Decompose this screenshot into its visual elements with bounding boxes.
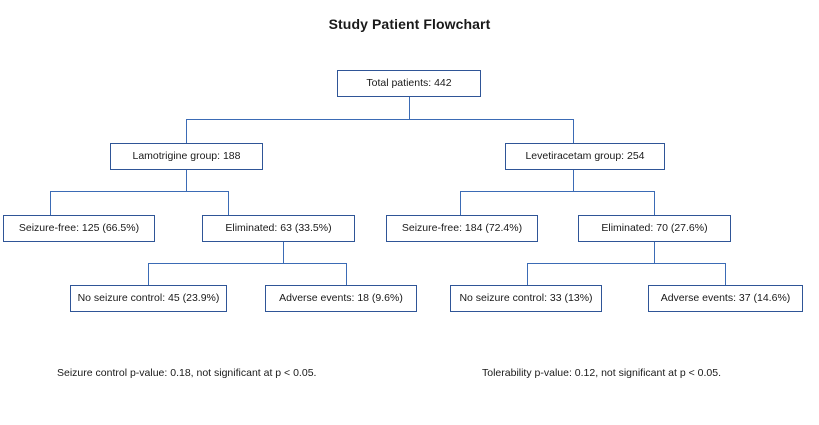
connector-root-stem (409, 96, 410, 119)
connector-drop-lam-adverse-events (346, 263, 347, 285)
node-levetiracetam-group[interactable]: Levetiracetam group: 254 (505, 143, 665, 170)
connector-lamotrigine-stem (186, 169, 187, 191)
node-lamotrigine-seizure-free-label: Seizure-free: 125 (66.5%) (18, 222, 140, 235)
connector-drop-lam-seizure-free (50, 191, 51, 215)
connector-drop-lev-eliminated (654, 191, 655, 215)
node-lamotrigine-eliminated[interactable]: Eliminated: 63 (33.5%) (202, 215, 355, 242)
connector-drop-lev-adverse-events (725, 263, 726, 285)
footnote-tolerability: Tolerability p-value: 0.12, not signific… (482, 367, 722, 379)
node-total-patients[interactable]: Total patients: 442 (337, 70, 481, 97)
node-levetiracetam-eliminated[interactable]: Eliminated: 70 (27.6%) (578, 215, 731, 242)
node-lamotrigine-no-seizure-control-label: No seizure control: 45 (23.9%) (77, 292, 220, 305)
connector-lam-eliminated-bar (148, 263, 346, 264)
node-levetiracetam-eliminated-label: Eliminated: 70 (27.6%) (601, 222, 708, 235)
connector-level2-bar (186, 119, 574, 120)
connector-lamotrigine-bar (50, 191, 228, 192)
connector-lev-eliminated-stem (654, 241, 655, 263)
node-levetiracetam-seizure-free[interactable]: Seizure-free: 184 (72.4%) (386, 215, 538, 242)
connector-drop-lev-seizure-free (460, 191, 461, 215)
node-lamotrigine-seizure-free[interactable]: Seizure-free: 125 (66.5%) (3, 215, 155, 242)
page-title: Study Patient Flowchart (328, 16, 491, 32)
node-levetiracetam-seizure-free-label: Seizure-free: 184 (72.4%) (401, 222, 523, 235)
node-lamotrigine-adverse-events[interactable]: Adverse events: 18 (9.6%) (265, 285, 417, 312)
connector-drop-lam-no-seizure-control (148, 263, 149, 285)
connector-lam-eliminated-stem (283, 241, 284, 263)
connector-lev-eliminated-bar (527, 263, 725, 264)
node-levetiracetam-group-label: Levetiracetam group: 254 (525, 150, 645, 163)
node-lamotrigine-group[interactable]: Lamotrigine group: 188 (110, 143, 263, 170)
connector-levetiracetam-stem (573, 169, 574, 191)
node-levetiracetam-adverse-events-label: Adverse events: 37 (14.6%) (660, 292, 791, 305)
connector-drop-levetiracetam (573, 119, 574, 144)
node-lamotrigine-adverse-events-label: Adverse events: 18 (9.6%) (279, 292, 403, 305)
connector-drop-lamotrigine (186, 119, 187, 144)
node-total-patients-label: Total patients: 442 (366, 77, 452, 90)
node-levetiracetam-no-seizure-control-label: No seizure control: 33 (13%) (459, 292, 593, 305)
node-lamotrigine-group-label: Lamotrigine group: 188 (132, 150, 241, 163)
node-lamotrigine-eliminated-label: Eliminated: 63 (33.5%) (225, 222, 332, 235)
connector-drop-lam-eliminated (228, 191, 229, 215)
footnote-seizure-control: Seizure control p-value: 0.18, not signi… (57, 367, 317, 379)
node-lamotrigine-no-seizure-control[interactable]: No seizure control: 45 (23.9%) (70, 285, 227, 312)
connector-levetiracetam-bar (460, 191, 654, 192)
node-levetiracetam-no-seizure-control[interactable]: No seizure control: 33 (13%) (450, 285, 602, 312)
node-levetiracetam-adverse-events[interactable]: Adverse events: 37 (14.6%) (648, 285, 803, 312)
connector-drop-lev-no-seizure-control (527, 263, 528, 285)
